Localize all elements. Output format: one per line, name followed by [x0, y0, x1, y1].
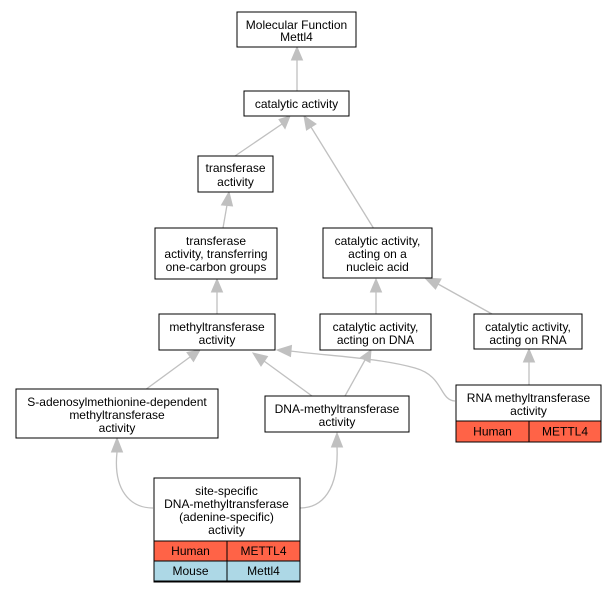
- edge-catalytic-to-molecular-function: [290, 45, 304, 91]
- species-cell: Human: [171, 544, 210, 558]
- node-label-line: nucleic acid: [346, 260, 409, 274]
- node-label-line: S-adenosylmethionine-dependent: [27, 395, 207, 409]
- edge-catalytic-rna-to-nucleic-acid: [423, 277, 493, 315]
- node-label-line: acting on a: [348, 247, 407, 261]
- edge-rna-mtase-to-catalytic-rna: [522, 347, 536, 385]
- species-cell: Mouse: [172, 564, 208, 578]
- node-label-line: RNA methyltransferase: [467, 391, 591, 405]
- node-label-line: activity: [510, 404, 547, 418]
- node-label-line: Mettl4: [280, 30, 313, 44]
- node-catalytic-rna[interactable]: catalytic activity,acting on RNA: [473, 313, 583, 350]
- node-label-line: DNA-methyltransferase: [275, 402, 400, 416]
- node-label-line: one-carbon groups: [166, 260, 267, 274]
- edge-one-carbon-to-transferase: [220, 190, 234, 229]
- gene-cell: METTL4: [240, 544, 286, 558]
- gene-cell-bg: [226, 560, 301, 582]
- edge-rna-mtase-to-methyltransferase: [275, 344, 456, 402]
- node-label-line: activity: [208, 523, 245, 537]
- node-label-line: (adenine-specific): [179, 510, 274, 524]
- node-label-line: transferase: [186, 234, 246, 248]
- node-catalytic-dna[interactable]: catalytic activity,acting on DNA: [319, 313, 432, 351]
- edge-transferase-to-catalytic: [234, 115, 291, 157]
- node-sam-dependent[interactable]: S-adenosylmethionine-dependentmethyltran…: [15, 388, 219, 439]
- node-label-line: catalytic activity,: [335, 234, 421, 248]
- node-label-line: methyltransferase: [169, 320, 265, 334]
- node-label-line: catalytic activity,: [333, 320, 419, 334]
- edge-catalytic-dna-to-nucleic-acid: [369, 277, 383, 314]
- node-site-specific[interactable]: site-specificDNA-methyltransferase(adeni…: [153, 477, 301, 583]
- gene-cell: METTL4: [542, 425, 588, 439]
- species-cell: Human: [473, 425, 512, 439]
- edge-methyltransferase-to-one-carbon: [210, 277, 224, 314]
- node-label-line: Molecular Function: [246, 18, 347, 32]
- node-label-line: transferase: [205, 161, 265, 175]
- node-label-line: site-specific: [195, 484, 258, 498]
- node-label-line: DNA-methyltransferase: [164, 497, 289, 511]
- node-label-line: acting on DNA: [337, 333, 414, 347]
- edge-site-specific-to-sam: [110, 436, 154, 509]
- edge-nucleic-acid-to-catalytic: [303, 114, 375, 230]
- node-label-line: catalytic activity,: [485, 320, 571, 334]
- node-label-line: activity: [199, 333, 236, 347]
- node-label-line: activity, transferring: [164, 247, 267, 261]
- node-label-line: activity: [319, 415, 356, 429]
- node-label-line: activity: [217, 175, 254, 189]
- node-label-line: methyltransferase: [69, 408, 165, 422]
- node-label-line: activity: [99, 421, 136, 435]
- edge-dna-mtase-to-methyltransferase: [251, 352, 313, 397]
- node-label-line: acting on RNA: [489, 333, 566, 347]
- gene-cell-bg: [528, 420, 602, 443]
- node-catalytic-activity[interactable]: catalytic activity: [243, 90, 350, 117]
- node-label-line: catalytic activity: [255, 97, 338, 111]
- edges: [110, 45, 536, 509]
- edge-sam-to-methyltransferase: [144, 349, 201, 391]
- gene-cell: Mettl4: [247, 564, 280, 578]
- edge-site-specific-to-dna-mtase: [299, 431, 344, 509]
